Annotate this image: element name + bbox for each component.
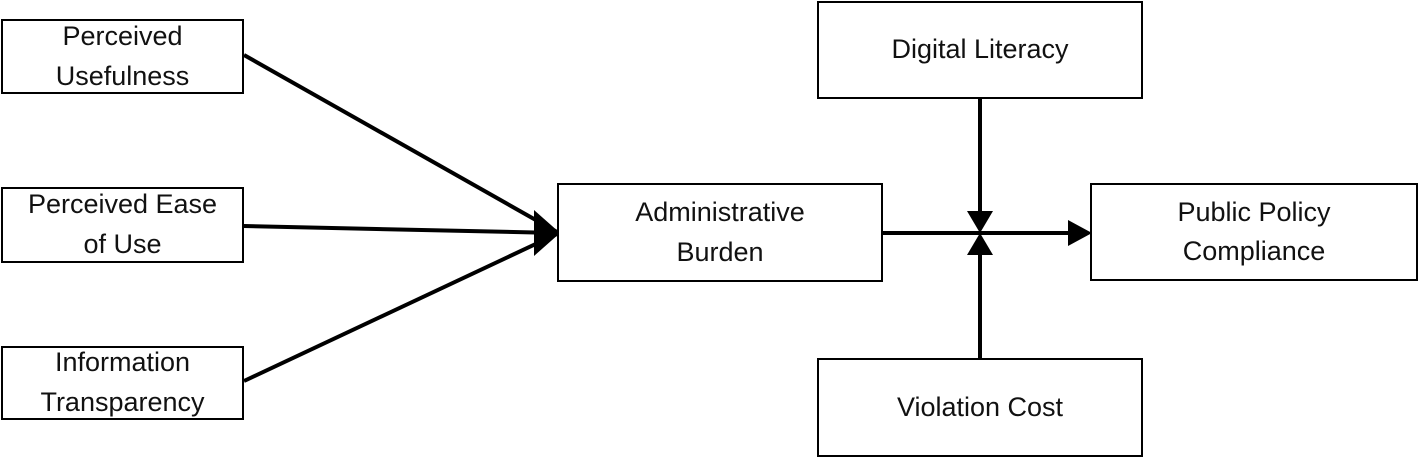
node-perceived-ease-of-use-label: Perceived Ease of Use [27,189,218,259]
node-perceived-usefulness-label: Perceived Usefulness [55,20,190,91]
node-information-transparency: Information Transparency [1,346,244,420]
arrow-pu-to-ab [243,53,558,234]
arrow-peu-to-ab [243,224,558,235]
node-digital-literacy-label: Digital Literacy [891,34,1069,65]
node-information-transparency-label: Information Transparency [40,347,205,417]
arrowhead-ppc [1068,220,1092,246]
node-administrative-burden: Administrative Burden [557,183,883,282]
node-violation-cost-label: Violation Cost [896,391,1064,422]
arrowhead-vc [967,233,993,255]
node-violation-cost: Violation Cost [817,358,1143,457]
node-public-policy-compliance-label: Public Policy Compliance [1177,196,1331,266]
arrow-it-to-ab [243,232,558,383]
arrowhead-ab-input [534,210,560,256]
node-perceived-ease-of-use: Perceived Ease of Use [1,187,244,263]
node-perceived-usefulness: Perceived Usefulness [1,19,244,94]
node-public-policy-compliance: Public Policy Compliance [1090,183,1418,281]
node-digital-literacy: Digital Literacy [817,1,1143,99]
node-administrative-burden-label: Administrative Burden [635,197,805,267]
arrowhead-dl [967,211,993,233]
